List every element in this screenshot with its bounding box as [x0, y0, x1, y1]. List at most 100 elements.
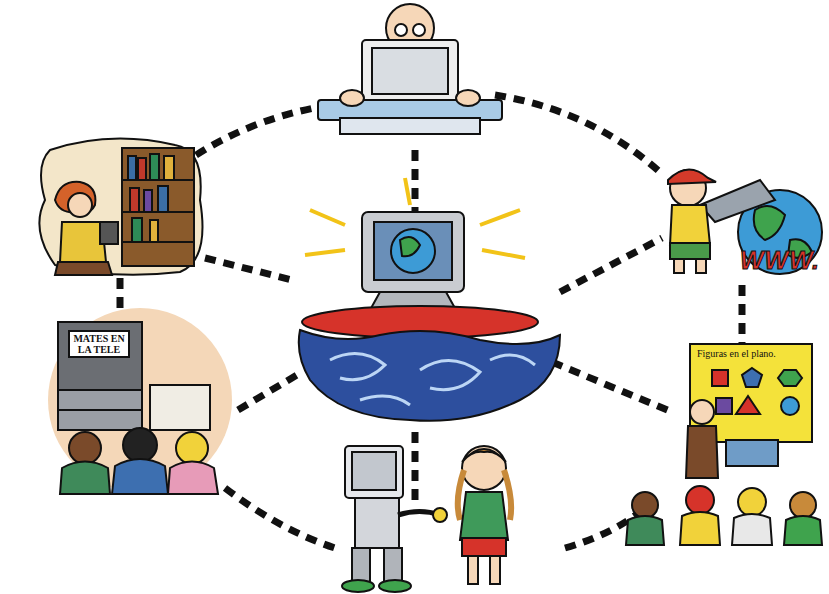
surfing-computer-part [400, 237, 420, 256]
tv-scene-part [69, 432, 101, 464]
surfing-computer-part [391, 229, 435, 273]
girl-and-robot-part [462, 538, 506, 556]
classroom-scene-part [690, 400, 714, 424]
man-at-computer-part [395, 24, 407, 36]
classroom-scene-part [632, 492, 658, 518]
tv-scene-part [58, 322, 142, 390]
dotted-connector-part [552, 362, 672, 412]
library-scene-part [150, 220, 158, 242]
tv-scene-part [176, 432, 208, 464]
library-scene-part [144, 190, 152, 212]
tv-scene [48, 308, 232, 494]
girl-and-robot-part [433, 508, 447, 522]
web-scene-part [700, 180, 775, 222]
classroom-scene-part [716, 398, 732, 414]
classroom-scene-part [726, 440, 778, 466]
surfing-computer-part [360, 396, 410, 405]
classroom-scene-part [781, 397, 799, 415]
girl-and-robot [342, 446, 511, 592]
girl-and-robot-part [342, 580, 374, 592]
board-title: Figuras en el plano. [697, 348, 809, 359]
library-scene-part [39, 139, 202, 275]
girl-and-robot-part [345, 446, 403, 498]
tv-scene-part [112, 459, 168, 494]
dotted-connector-part [560, 238, 662, 292]
girl-and-robot-part [460, 492, 508, 540]
classroom-scene-part [778, 370, 802, 386]
classroom-scene-part [712, 370, 728, 386]
dotted-connector-part [205, 258, 292, 280]
library-scene-part [130, 188, 139, 212]
man-at-computer-part [456, 90, 480, 106]
surfing-computer-part [305, 250, 345, 255]
man-at-computer-part [340, 90, 364, 106]
girl-and-robot-part [462, 449, 506, 462]
web-scene-part [696, 259, 706, 273]
library-scene-part [150, 154, 159, 180]
library-scene-part [55, 262, 112, 275]
surfing-computer-part [490, 355, 535, 365]
man-at-computer-part [340, 118, 480, 134]
surfing-computer-part [405, 178, 410, 205]
classroom-scene-part [736, 396, 760, 414]
girl-and-robot-part [462, 446, 506, 490]
dotted-connector-part [412, 150, 419, 212]
library-scene-part [128, 156, 136, 180]
library-scene [39, 139, 202, 275]
tv-scene-part [58, 409, 142, 411]
girl-and-robot-part [490, 556, 500, 584]
web-scene-part [670, 205, 710, 245]
library-scene-part [132, 218, 142, 242]
classroom-scene-part [738, 488, 766, 516]
web-scene-part [674, 259, 684, 273]
classroom-scene [626, 344, 822, 545]
web-label: WWW. [740, 246, 829, 275]
tv-scene-part [168, 462, 218, 495]
classroom-scene-part [686, 426, 718, 478]
classroom-scene-part [742, 368, 762, 387]
classroom-scene-part [784, 516, 822, 545]
dotted-connector-part [495, 95, 660, 172]
girl-and-robot-part [352, 452, 396, 490]
tv-sign: MATES EN LA TELE [68, 330, 130, 358]
surfing-computer-part [310, 210, 345, 225]
dotted-connector-part [225, 488, 335, 548]
dotted-connector-part [412, 432, 419, 500]
dotted-connector-part [238, 372, 302, 410]
library-scene-part [138, 158, 146, 180]
girl-and-robot-part [379, 580, 411, 592]
dotted-connector-part [175, 105, 330, 170]
surfing-computer-part [482, 250, 525, 258]
girl-and-robot-part [384, 548, 402, 584]
surfing-computer-part [420, 360, 480, 389]
man-at-computer-part [362, 40, 458, 102]
man-at-computer-part [372, 48, 448, 94]
man-at-computer-part [413, 24, 425, 36]
library-scene-part [68, 193, 92, 217]
web-scene-part [754, 206, 785, 240]
library-scene-part [164, 156, 174, 180]
library-scene-part [100, 222, 118, 244]
surfing-computer [299, 178, 560, 421]
dotted-connector [120, 95, 742, 548]
surfing-computer-part [374, 222, 452, 280]
web-scene-part [668, 169, 716, 184]
classroom-scene-part [686, 486, 714, 514]
classroom-scene-part [790, 492, 816, 518]
tv-scene-part [60, 462, 110, 495]
classroom-scene-part [732, 514, 772, 545]
dotted-connector-part [739, 285, 746, 352]
surfing-computer-part [362, 212, 464, 292]
man-at-computer [318, 4, 502, 134]
tv-scene-part [150, 385, 210, 430]
classroom-scene-part [626, 516, 664, 545]
girl-and-robot-part [355, 498, 399, 548]
surfing-computer-part [299, 330, 560, 421]
library-scene-part [158, 186, 168, 212]
surfing-computer-part [480, 210, 520, 225]
girl-and-robot-part [468, 556, 478, 584]
library-scene-part [122, 148, 194, 266]
